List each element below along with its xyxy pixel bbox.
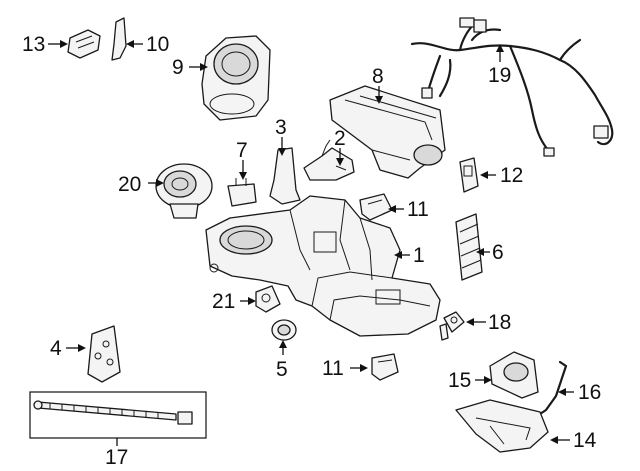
grommet-5 bbox=[271, 319, 297, 341]
callout-14: 14 bbox=[573, 429, 597, 452]
callout-17: 17 bbox=[105, 446, 128, 469]
callout-5: 5 bbox=[276, 358, 288, 381]
actuator-upper-11 bbox=[359, 193, 393, 221]
hvac-case-1 bbox=[205, 195, 441, 337]
sensor-21 bbox=[255, 285, 281, 313]
bracket-3 bbox=[269, 147, 301, 205]
callout-9: 9 bbox=[172, 56, 184, 79]
callout-19: 19 bbox=[488, 64, 511, 87]
callout-8: 8 bbox=[372, 65, 384, 88]
actuator-lower-11 bbox=[371, 353, 399, 381]
actuator-bracket-2 bbox=[303, 139, 355, 181]
callout-1: 1 bbox=[413, 244, 425, 267]
callout-10: 10 bbox=[146, 33, 169, 56]
callout-2: 2 bbox=[334, 127, 346, 150]
callout-7: 7 bbox=[236, 139, 248, 162]
rod-16 bbox=[538, 360, 568, 416]
leader-lines bbox=[48, 40, 574, 446]
callout-labels: 13 10 9 8 19 3 2 7 12 20 11 1 6 21 18 4 … bbox=[22, 33, 601, 469]
blower-motor-20 bbox=[155, 163, 213, 219]
drain-tray-14 bbox=[455, 399, 549, 453]
duct-adapter-15 bbox=[489, 351, 539, 399]
wiring-harness-19 bbox=[410, 17, 614, 157]
blower-resistor-7 bbox=[227, 178, 257, 207]
heater-core-6 bbox=[455, 213, 483, 281]
callout-11-lower: 11 bbox=[322, 357, 344, 380]
callout-15: 15 bbox=[448, 369, 471, 392]
callout-16: 16 bbox=[578, 381, 601, 404]
blower-housing-9 bbox=[201, 35, 271, 121]
valve-18 bbox=[439, 311, 465, 341]
seal-strip-17 bbox=[29, 391, 207, 439]
callout-21: 21 bbox=[212, 290, 235, 313]
callout-20: 20 bbox=[118, 173, 141, 196]
callout-18: 18 bbox=[488, 311, 511, 334]
callout-13: 13 bbox=[22, 33, 45, 56]
clip-10 bbox=[111, 17, 127, 61]
callout-4: 4 bbox=[50, 337, 62, 360]
callout-11-upper: 11 bbox=[407, 198, 429, 221]
callout-6: 6 bbox=[492, 241, 504, 264]
callout-12: 12 bbox=[500, 164, 523, 187]
connector-13 bbox=[67, 29, 101, 59]
mode-actuator-12 bbox=[459, 157, 479, 193]
evaporator-housing-8 bbox=[329, 85, 446, 179]
callout-3: 3 bbox=[275, 116, 287, 139]
cover-plate-4 bbox=[87, 325, 121, 383]
